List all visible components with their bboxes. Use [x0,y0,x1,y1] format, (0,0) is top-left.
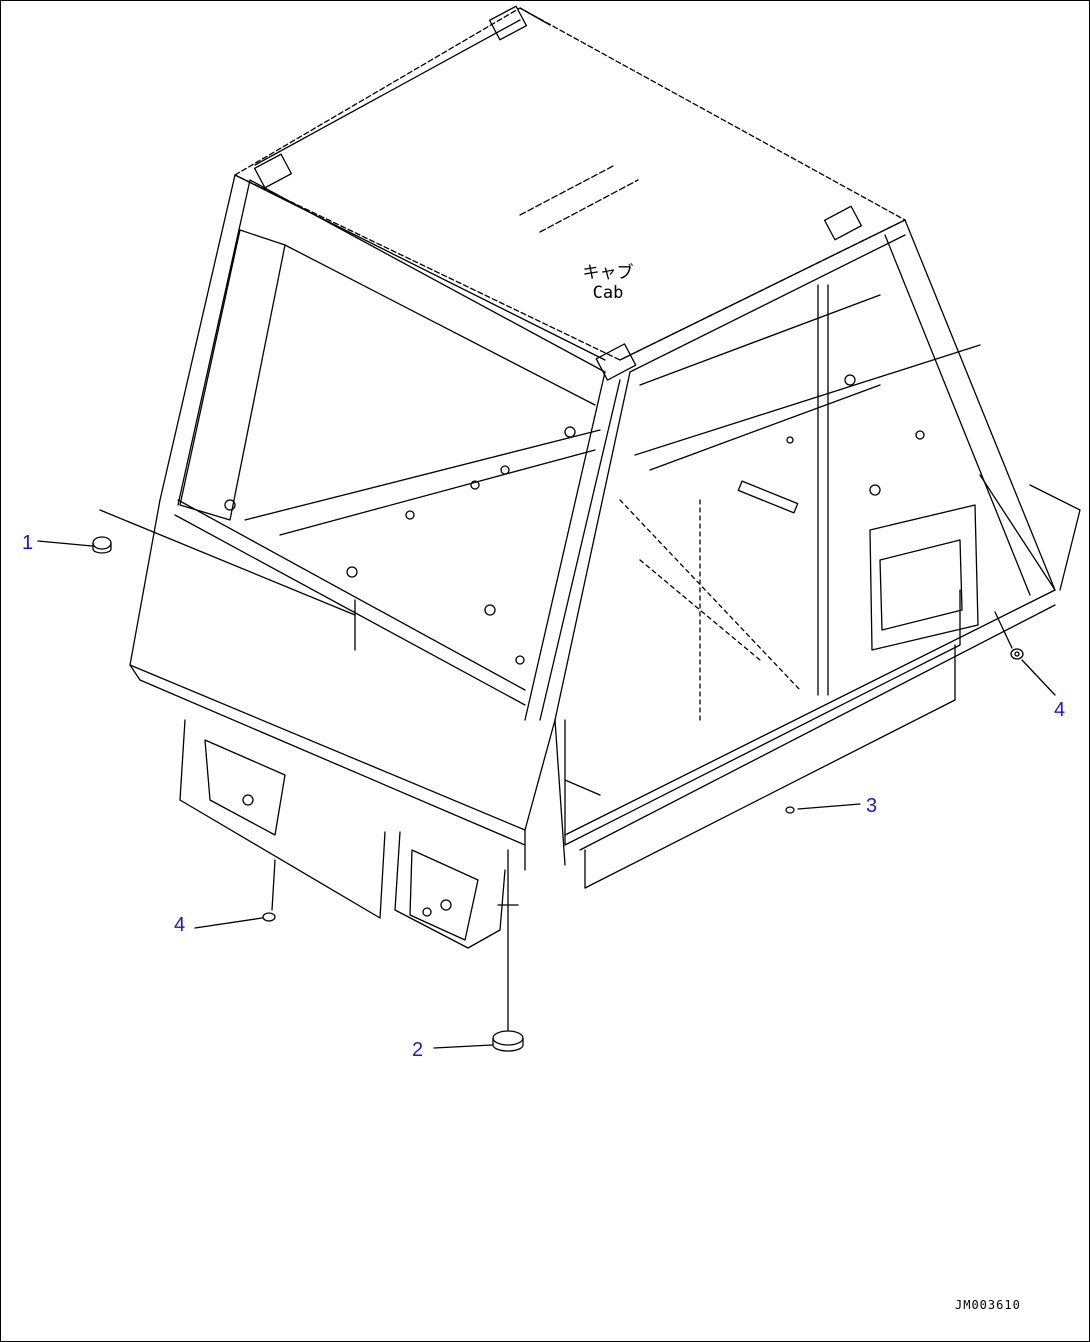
part-2-cap [433,849,524,1052]
callout-4-right: 4 [1054,699,1066,721]
cab-label: キャブ Cab [568,263,648,303]
cab-bottom-brackets [179,719,506,949]
part-4-left-grommet [194,859,276,929]
cab-label-japanese: キャブ [582,263,634,283]
part-4-right-grommet [994,611,1056,696]
part-1-cap [37,536,112,554]
drawing-number: JM003610 [955,1298,1021,1312]
cab-front-panel [99,499,566,871]
cab-front-frame [159,174,631,721]
cab-roof [234,5,906,381]
cab-side-body [564,219,1081,889]
callout-4-left: 4 [174,914,186,936]
part-3-plug [785,803,861,814]
callout-3: 3 [866,795,878,817]
cab-hardware [224,374,925,665]
cab-interior-details [619,499,801,721]
cab-label-english: Cab [592,282,624,303]
callout-2: 2 [412,1039,424,1061]
callout-1: 1 [22,532,34,554]
